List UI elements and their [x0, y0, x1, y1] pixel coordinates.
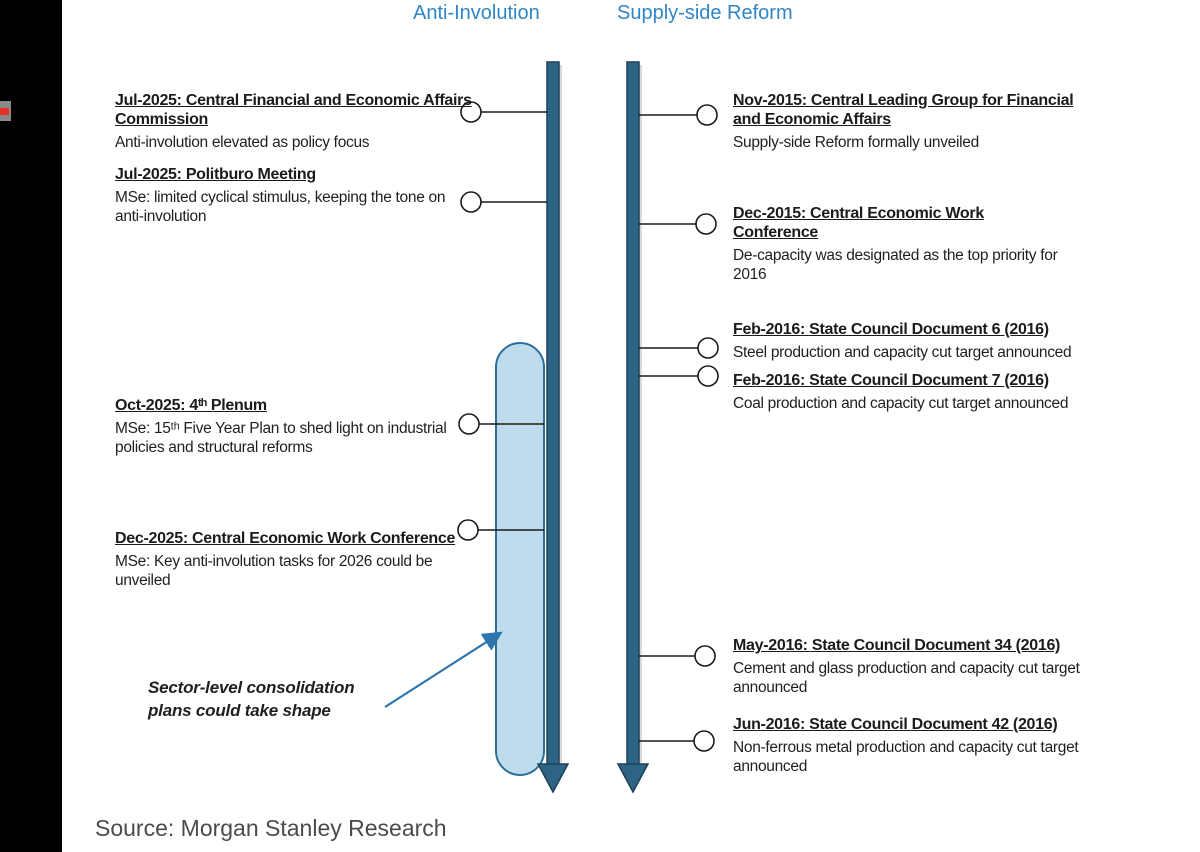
event-dec-2015-cewc: Dec-2015: Central Economic Work Conferen…: [733, 204, 1073, 284]
event-node-circle: [460, 101, 482, 123]
event-jun-2016-doc42: Jun-2016: State Council Document 42 (201…: [733, 715, 1153, 776]
event-desc: Coal production and capacity cut target …: [733, 395, 1069, 412]
annotation-arrow: [384, 631, 503, 708]
event-node-circle: [696, 104, 718, 126]
event-desc: Anti-involution elevated as policy focus: [115, 134, 370, 151]
event-title: Jul-2025: Central Financial and Economic…: [115, 92, 472, 128]
event-desc: De-capacity was designated as the top pr…: [733, 247, 1058, 283]
event-may-2016-doc34: May-2016: State Council Document 34 (201…: [733, 636, 1153, 697]
source-text: Source: Morgan Stanley Research: [95, 815, 447, 841]
event-node-circle: [694, 645, 716, 667]
timeline-arrow-left-shaft: [546, 61, 560, 767]
event-node-circle: [693, 730, 715, 752]
event-title: Feb-2016: State Council Document 6 (2016…: [733, 321, 1049, 338]
annotation-text: Sector-level consolidation plans could t…: [148, 678, 355, 720]
event-feb-2016-doc6: Feb-2016: State Council Document 6 (2016…: [733, 320, 1188, 362]
event-desc: Cement and glass production and capacity…: [733, 660, 1080, 696]
event-desc: Steel production and capacity cut target…: [733, 344, 1072, 361]
progress-marker-red-dash: [0, 108, 9, 115]
event-nov-2015-clgfea: Nov-2015: Central Leading Group for Fina…: [733, 91, 1083, 152]
event-desc: MSe: limited cyclical stimulus, keeping …: [115, 189, 446, 225]
event-oct-2025-plenum: Oct-2025: 4ᵗʰ Plenum MSe: 15ᵗʰ Five Year…: [115, 396, 465, 457]
event-jul-2025-cfeac: Jul-2025: Central Financial and Economic…: [115, 91, 483, 152]
event-desc: MSe: Key anti-involution tasks for 2026 …: [115, 553, 433, 589]
screen-edge-strip: [0, 0, 62, 852]
event-feb-2016-doc7: Feb-2016: State Council Document 7 (2016…: [733, 371, 1188, 413]
column-header-anti-involution: Anti-Involution: [413, 2, 540, 24]
event-title: May-2016: State Council Document 34 (201…: [733, 637, 1061, 654]
timeline-arrow-right-shaft: [626, 61, 640, 767]
timeline-arrow-right: [616, 61, 650, 794]
event-title: Feb-2016: State Council Document 7 (2016…: [733, 372, 1049, 389]
event-title: Dec-2025: Central Economic Work Conferen…: [115, 530, 456, 547]
event-node-circle: [457, 519, 479, 541]
event-desc: MSe: 15ᵗʰ Five Year Plan to shed light o…: [115, 420, 447, 456]
timeline-arrow-right-head: [616, 763, 650, 794]
column-header-supply-side-reform: Supply-side Reform: [617, 2, 793, 24]
event-title: Nov-2015: Central Leading Group for Fina…: [733, 92, 1074, 128]
consolidation-capsule: [495, 342, 545, 776]
event-title: Dec-2015: Central Economic Work Conferen…: [733, 205, 984, 241]
event-jul-2025-politburo: Jul-2025: Politburo Meeting MSe: limited…: [115, 165, 470, 226]
event-node-circle: [460, 191, 482, 213]
event-node-circle: [697, 337, 719, 359]
event-dec-2025-cewc: Dec-2025: Central Economic Work Conferen…: [115, 529, 465, 590]
event-desc: Supply-side Reform formally unveiled: [733, 134, 979, 151]
event-title: Jun-2016: State Council Document 42 (201…: [733, 716, 1058, 733]
timeline-arrow-left: [536, 61, 570, 794]
event-title: Oct-2025: 4ᵗʰ Plenum: [115, 397, 267, 414]
event-desc: Non-ferrous metal production and capacit…: [733, 739, 1079, 775]
event-title: Jul-2025: Politburo Meeting: [115, 166, 316, 183]
event-node-circle: [697, 365, 719, 387]
event-node-circle: [458, 413, 480, 435]
timeline-arrow-left-head: [536, 763, 570, 794]
event-node-circle: [695, 213, 717, 235]
